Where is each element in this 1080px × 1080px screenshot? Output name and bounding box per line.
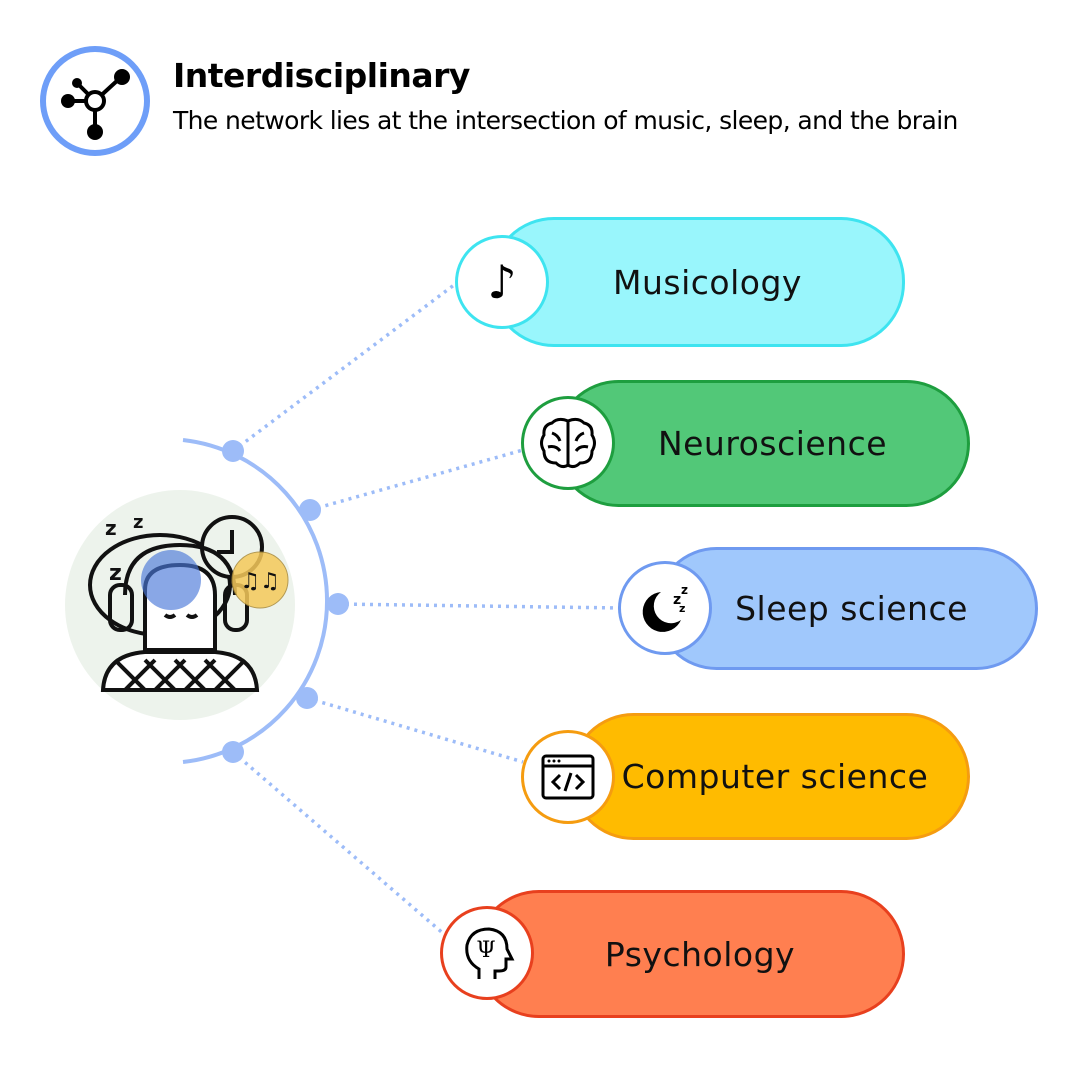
brain-icon [521,396,615,490]
node-dot [299,499,321,521]
music-note-icon: ♪ [455,235,549,329]
discipline-label: Computer science [621,757,929,796]
discipline-label: Psychology [604,934,796,974]
discipline-label: Sleep science [735,589,968,628]
discipline-pill-computer-science: Computer science [570,713,970,840]
node-dot [327,593,349,615]
node-dot [222,741,244,763]
discipline-label: Neuroscience [657,424,888,463]
page-title: Interdisciplinary [173,56,470,95]
node-dot [222,440,244,462]
discipline-pill-psychology: Psychology [475,890,905,1018]
discipline-pill-sleep-science: Sleep science [655,547,1038,670]
network-icon [40,46,150,156]
discipline-label: Musicology [613,262,802,302]
discipline-pill-musicology: Musicology [490,217,905,347]
svg-text:z: z [673,592,681,608]
svg-text:♫♫: ♫♫ [240,569,279,594]
sleeping-person-headphones-icon: z z z ♫♫ [65,490,295,720]
code-window-icon [521,730,615,824]
svg-text:Ψ: Ψ [476,938,495,963]
hub-arc [182,438,329,764]
svg-text:z: z [133,512,143,533]
page-subtitle: The network lies at the intersection of … [173,106,958,135]
svg-text:z: z [105,516,117,540]
svg-text:z: z [679,602,685,615]
connector-musicology [231,280,460,453]
svg-text:z: z [681,583,688,597]
psychology-head-icon: Ψ [440,906,534,1000]
connector-sleep [337,602,621,610]
discipline-pill-neuroscience: Neuroscience [555,380,970,507]
svg-text:z: z [109,561,122,586]
connector-psychology [231,750,447,937]
connector-computer [306,696,524,764]
connector-neuroscience [309,448,524,512]
node-dot [296,687,318,709]
